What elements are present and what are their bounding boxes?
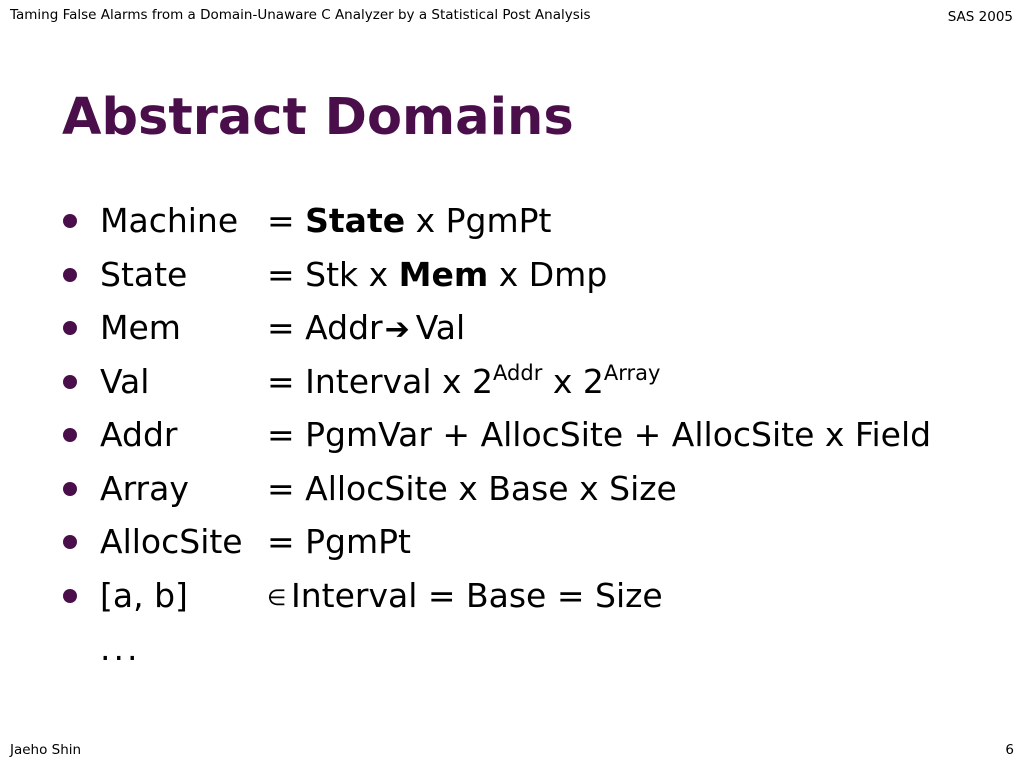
ellipsis-row: ... [62, 622, 1002, 676]
header-conference: SAS 2005 [947, 9, 1013, 25]
slide-title: Abstract Domains [62, 88, 574, 147]
list-item: State = Stk x Mem x Dmp [62, 248, 1002, 302]
domain-definition: = PgmVar + AllocSite + AllocSite x Field [267, 415, 932, 454]
bullet-icon [63, 428, 77, 442]
domain-term: AllocSite [100, 522, 243, 561]
list-item: Addr = PgmVar + AllocSite + AllocSite x … [62, 408, 1002, 462]
list-item: Mem = Addr➔Val [62, 301, 1002, 355]
bullet-icon [63, 374, 77, 389]
domain-term: Mem [100, 308, 181, 347]
domain-term: State [100, 254, 188, 294]
domain-definition: = Stk x Mem x Dmp [267, 254, 608, 294]
domain-definition: = PgmPt [267, 522, 411, 561]
bullet-icon [63, 481, 77, 496]
ellipsis: ... [100, 629, 141, 668]
page-number: 6 [1005, 742, 1014, 758]
domain-term: Val [100, 361, 150, 401]
right-arrow-icon: ➔ [384, 312, 410, 347]
domain-term: [a, b] [100, 575, 188, 615]
bullet-icon [63, 588, 77, 603]
bullet-icon [63, 321, 77, 335]
list-item: Machine = State x PgmPt [62, 194, 1002, 248]
bullet-icon [63, 535, 77, 549]
header-paper-title: Taming False Alarms from a Domain-Unawar… [10, 7, 591, 23]
list-item: AllocSite = PgmPt [62, 515, 1002, 569]
domain-term: Array [100, 468, 189, 508]
domain-term: Addr [100, 415, 178, 454]
element-of-icon: ∈ [267, 585, 287, 611]
bullet-icon [63, 267, 77, 282]
domain-definition: = Addr➔Val [267, 301, 465, 357]
domain-definition: = State x PgmPt [267, 201, 552, 240]
list-item: Array = AllocSite x Base x Size [62, 462, 1002, 516]
list-item: [a, b] ∈Interval = Base = Size [62, 569, 1002, 623]
bullet-list: Machine = State x PgmPt State = Stk x Me… [62, 194, 1002, 676]
domain-definition: = AllocSite x Base x Size [267, 468, 677, 508]
list-item: Val = Interval x 2Addr x 2Array [62, 355, 1002, 409]
domain-definition: ∈Interval = Base = Size [267, 569, 663, 626]
footer-author: Jaeho Shin [10, 742, 82, 758]
bullet-icon [63, 214, 77, 228]
domain-definition: = Interval x 2Addr x 2Array [267, 360, 661, 401]
domain-term: Machine [100, 201, 239, 240]
